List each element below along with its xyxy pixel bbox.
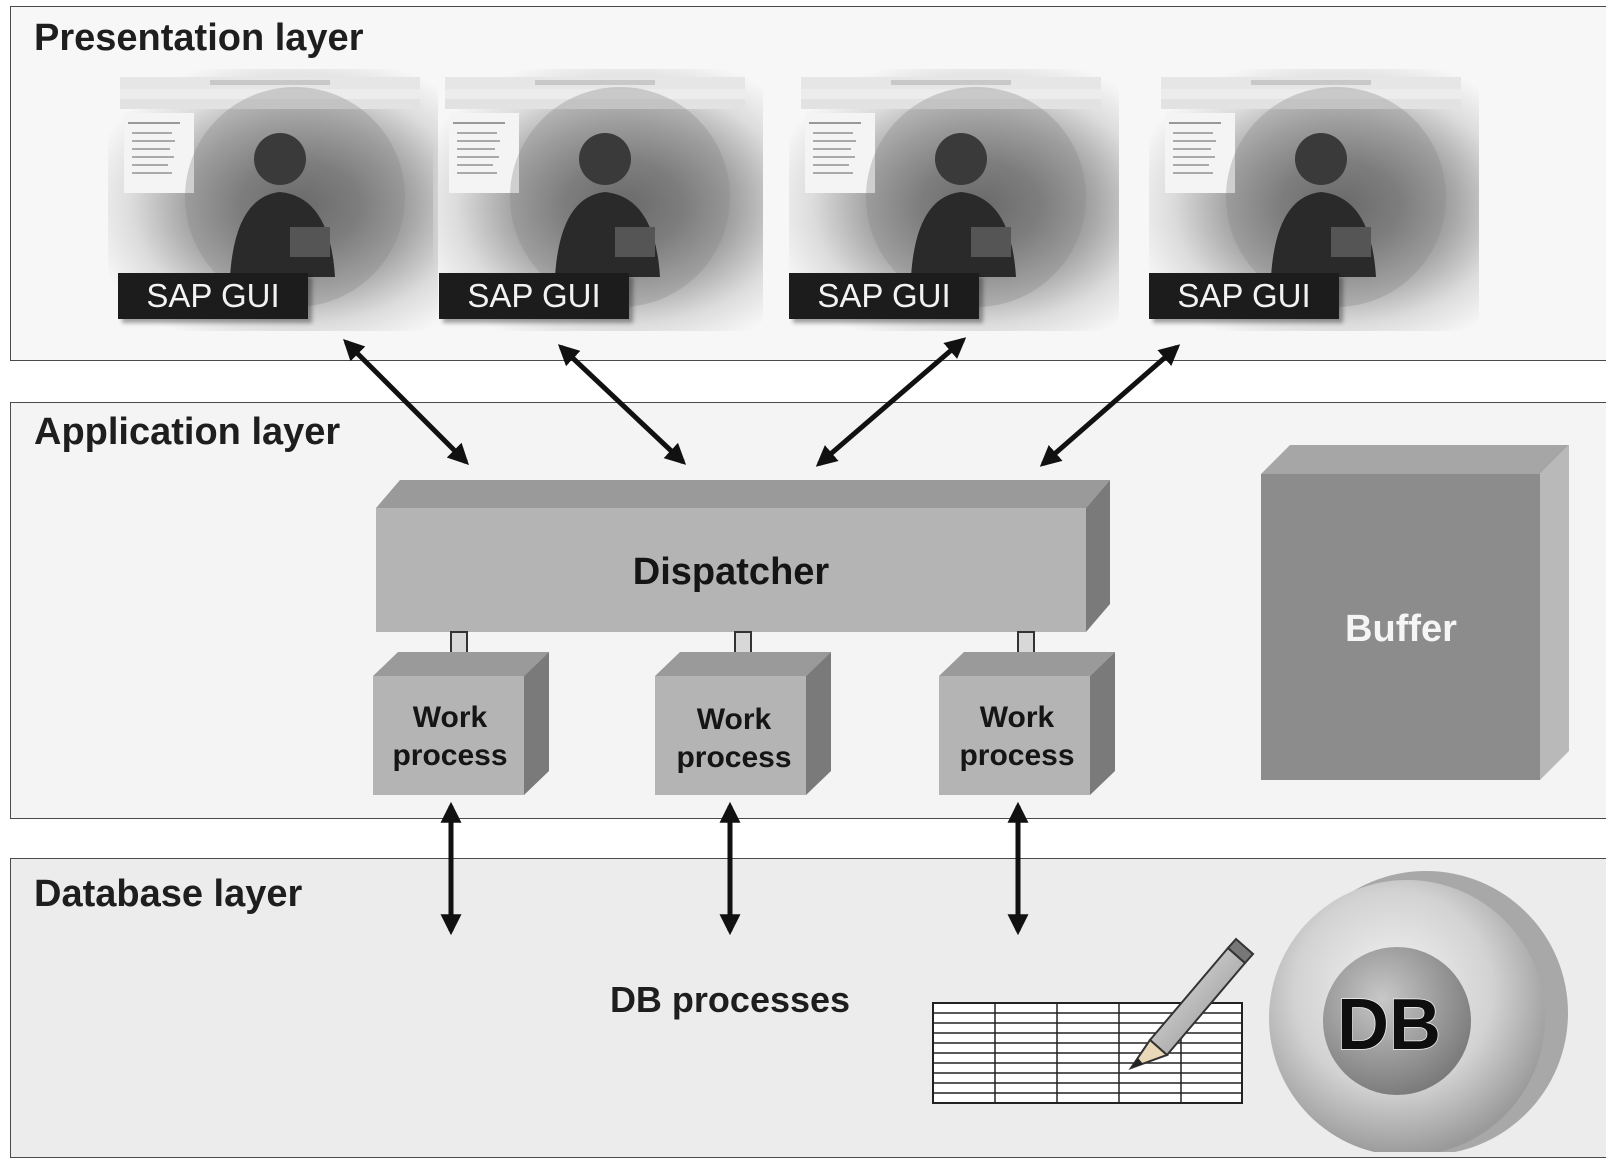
application-layer-title: Application layer [34,411,341,453]
sap-gui-label: SAP GUI [789,273,979,319]
sap-gui-window-icon [801,77,1101,307]
sap-gui-window-icon [445,77,745,307]
application-layer: Application layer [10,402,1606,819]
presentation-layer-title: Presentation layer [34,17,364,59]
sap-gui-label: SAP GUI [439,273,629,319]
sap-gui-client: SAP GUI [108,69,438,331]
presentation-layer: Presentation layer SAP GUI [10,6,1606,361]
database-layer: Database layer [10,858,1606,1158]
sap-gui-window-icon [120,77,420,307]
sap-gui-client: SAP GUI [433,69,763,331]
sap-gui-client: SAP GUI [1149,69,1479,331]
sap-gui-client: SAP GUI [789,69,1119,331]
sap-gui-window-icon [1161,77,1461,307]
database-layer-title: Database layer [34,873,303,915]
sap-gui-label: SAP GUI [1149,273,1339,319]
sap-gui-label: SAP GUI [118,273,308,319]
